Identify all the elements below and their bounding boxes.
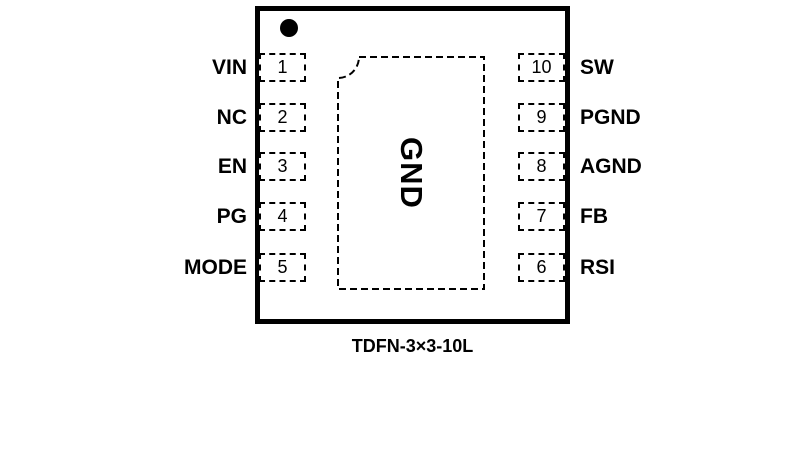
- pin1-indicator-dot: [280, 19, 298, 37]
- pin-pad-4: 4: [259, 202, 306, 231]
- pin-label-rsi: RSI: [580, 256, 616, 279]
- pin-pad-9: 9: [518, 103, 565, 132]
- pin-label-mode: MODE: [184, 256, 247, 279]
- pin-pad-7: 7: [518, 202, 565, 231]
- pin-label-vin: VIN: [211, 56, 247, 79]
- pin-number-4: 4: [277, 206, 288, 226]
- pin-number-9: 9: [536, 107, 547, 127]
- package-title: TDFN-3×3-10L: [351, 336, 474, 356]
- pin-label-nc: NC: [216, 106, 247, 129]
- pin-label-pgnd: PGND: [580, 106, 641, 129]
- pin-number-2: 2: [277, 107, 288, 127]
- pin-pad-5: 5: [259, 253, 306, 282]
- pin-label-fb: FB: [580, 205, 608, 228]
- pin-pad-3: 3: [259, 152, 306, 181]
- pin-label-en: EN: [217, 155, 247, 178]
- pin-number-7: 7: [536, 206, 547, 226]
- pin-pad-6: 6: [518, 253, 565, 282]
- pin-number-10: 10: [531, 57, 552, 77]
- pin-number-6: 6: [536, 257, 547, 277]
- pin-number-8: 8: [536, 156, 547, 176]
- pin-label-pg: PG: [216, 205, 247, 228]
- pin-pad-8: 8: [518, 152, 565, 181]
- pin-pad-1: 1: [259, 53, 306, 82]
- pin-pad-2: 2: [259, 103, 306, 132]
- pin-number-3: 3: [277, 156, 288, 176]
- pin-label-sw: SW: [580, 56, 614, 79]
- pin-label-agnd: AGND: [580, 155, 642, 178]
- pin-number-1: 1: [277, 57, 288, 77]
- exposed-pad-border: [337, 56, 485, 290]
- exposed-pad: [337, 56, 485, 290]
- pin-pad-10: 10: [518, 53, 565, 82]
- pin-number-5: 5: [277, 257, 288, 277]
